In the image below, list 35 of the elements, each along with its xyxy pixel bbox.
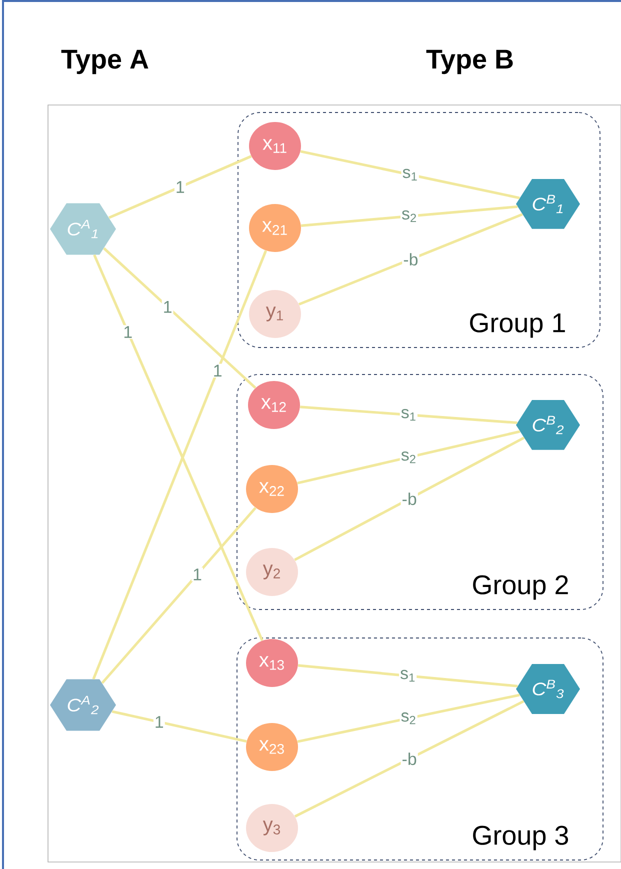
edge-label: s$_{2}$ — [400, 711, 418, 726]
edge-label: s$_{2}$ — [400, 450, 418, 464]
edge-label: 1 — [162, 300, 174, 314]
connector-line — [112, 710, 247, 743]
hexagon-node: C$^{B}$1 — [516, 179, 580, 229]
edge-label: s$_{2}$ — [400, 209, 418, 224]
edge-label: -b — [400, 492, 418, 506]
hexagon-node: C$^{A}$1 — [50, 203, 116, 255]
edge-label: s$_{1}$ — [400, 408, 418, 422]
hexagon-node: C$^{B}$3 — [516, 664, 580, 714]
edge-label: -b — [402, 252, 420, 267]
column-heading: Type B — [426, 50, 513, 74]
connector-line — [108, 155, 252, 219]
connector-line — [103, 247, 256, 389]
edge-label: -b — [400, 752, 418, 766]
connector-line — [297, 694, 520, 743]
connector-line — [294, 700, 524, 818]
connector-line — [300, 406, 518, 424]
connector-line — [298, 213, 523, 306]
edge-label: 1 — [153, 715, 165, 729]
connector-line — [101, 506, 257, 684]
connector-line — [300, 205, 518, 227]
edge-label: 1 — [192, 568, 203, 582]
connector-line — [300, 150, 520, 200]
edge-label: s$_{1}$ — [399, 668, 417, 683]
hexagon-node: C$^{B}$2 — [516, 400, 580, 450]
edge-label: 1 — [212, 364, 224, 378]
connector-line — [294, 436, 525, 562]
connector-line — [298, 664, 518, 688]
edge-label: 1 — [122, 325, 134, 339]
connector-line — [297, 430, 520, 484]
column-heading: Type A — [61, 50, 148, 74]
edge-label: 1 — [174, 180, 186, 194]
hexagon-node: C$^{A}$2 — [50, 679, 116, 731]
edge-label: s$_{1}$ — [401, 168, 419, 182]
